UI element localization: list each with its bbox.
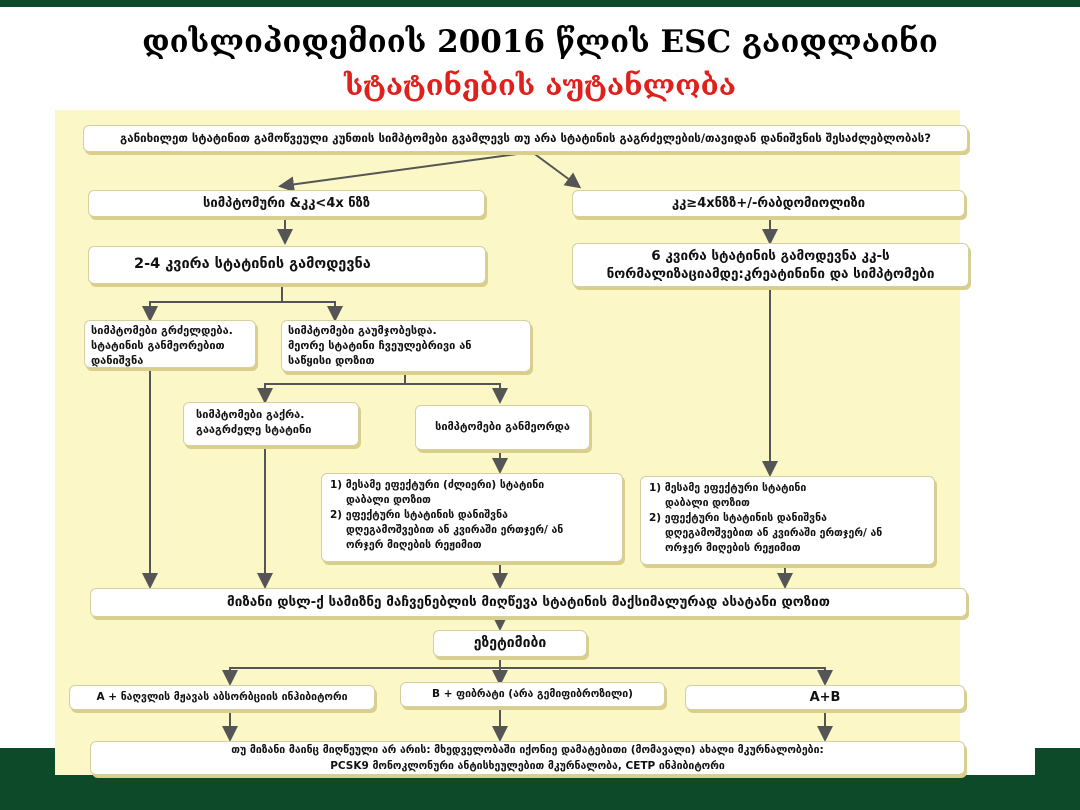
node-ezetimibe: ეზეტიმიბი — [433, 630, 587, 657]
node-improve-line2: მეორე სტატინი ჩვეულებრივი ან — [288, 338, 472, 352]
node-ck-high: კკ≥4xნზზ+/-რაბდომიოლიზი — [572, 190, 965, 217]
opt-right-2a: 2) ეფექტური სტატინის დანიშვნა — [649, 511, 827, 524]
top-green-bar — [0, 0, 1080, 7]
node-branch-a: A + ნაღვლის მჟავას აბსორბციის ინჰიბიტორი — [69, 685, 375, 710]
node-branch-b: B + ფიბრატი (არა გემიფიბროზილი) — [400, 682, 665, 707]
node-final-line2: PCSK9 მონოკლონური ანტისხეულებით მკურნალო… — [330, 759, 725, 772]
node-branch-ab: A+B — [685, 685, 965, 710]
node-symptoms-gone: სიმპტომები გაქრა. გააგრძელე სტატინი — [183, 402, 359, 446]
node-washout-long-line1: 6 კვირა სტატინის გამოდევნა კკ-ს — [651, 247, 890, 264]
node-final-line1: თუ მიზანი მაინც მიღწეული არ არის: მხედვე… — [231, 744, 824, 756]
node-final: თუ მიზანი მაინც მიღწეული არ არის: მხედვე… — [90, 741, 965, 775]
opt-left-1b: დაბალი დოზით — [346, 493, 431, 506]
opt-right-2b: დღეგამოშვებით ან კვირაში ერთჯერ/ ან — [665, 526, 883, 539]
node-washout-long: 6 კვირა სტატინის გამოდევნა კკ-ს ნორმალიზ… — [572, 243, 969, 287]
node-persist-line1: სიმპტომები გრძელდება. — [91, 324, 233, 337]
node-symptomatic-text: სიმპტომური &კკ<4x ნზზ — [203, 195, 370, 211]
node-recur-text: სიმპტომები განმეორდა — [435, 420, 570, 434]
left-green-strip — [0, 748, 55, 778]
node-branch-ab-text: A+B — [809, 689, 841, 705]
node-improve-line3: საწყისი დოზით — [288, 353, 375, 367]
node-washout-short-text: 2-4 კვირა სტატინის გამოდევნა — [134, 256, 371, 272]
flowchart: განიხილეთ სტატინით გამოწვეული კუნთის სიმ… — [55, 110, 969, 775]
opt-right-1b: დაბალი დოზით — [665, 496, 750, 509]
page-subtitle: სტატინების აუტანლობა — [344, 68, 736, 102]
node-branch-b-text: B + ფიბრატი (არა გემიფიბროზილი) — [432, 688, 633, 701]
opt-left-2c: ორჯერ მიღების რეჟიმით — [346, 538, 482, 551]
node-target: მიზანი დსლ-ქ სამიზნე მაჩვენებლის მიღწევა… — [90, 588, 967, 617]
node-symptoms-persist: სიმპტომები გრძელდება. სტატინის განმეორებ… — [84, 320, 256, 368]
node-ck-high-text: კკ≥4xნზზ+/-რაბდომიოლიზი — [671, 195, 866, 211]
node-symptomatic: სიმპტომური &კკ<4x ნზზ — [88, 190, 485, 217]
opt-left-1a: 1) მესამე ეფექტური (ძლიერი) სტატინი — [330, 479, 545, 491]
opt-left-2a: 2) ეფექტური სტატინის დანიშვნა — [330, 508, 508, 521]
opt-left-2b: დღეგამოშვებით ან კვირაში ერთჯერ/ ან — [346, 523, 564, 536]
node-improve-line1: სიმპტომები გაუმჯობესდა. — [288, 324, 437, 337]
node-target-text: მიზანი დსლ-ქ სამიზნე მაჩვენებლის მიღწევა… — [227, 594, 830, 611]
opt-right-1a: 1) მესამე ეფექტური სტატინი — [649, 482, 807, 494]
opt-right-2c: ორჯერ მიღების რეჟიმით — [665, 541, 801, 554]
node-options-right: 1) მესამე ეფექტური სტატინი დაბალი დოზით … — [640, 476, 935, 565]
node-gone-line2: გააგრძელე სტატინი — [196, 422, 312, 436]
node-washout-short: 2-4 კვირა სტატინის გამოდევნა — [88, 246, 486, 284]
connector-lines — [142, 151, 833, 742]
node-options-left: 1) მესამე ეფექტური (ძლიერი) სტატინი დაბა… — [321, 473, 623, 562]
node-symptoms-recur: სიმპტომები განმეორდა — [415, 405, 590, 450]
node-ezetimibe-text: ეზეტიმიბი — [473, 635, 547, 652]
node-persist-line2: სტატინის განმეორებით — [91, 338, 225, 352]
bottom-green-bar — [0, 775, 1080, 810]
node-washout-long-line2: ნორმალიზაციამდე:კრეატინინი და სიმპტომები — [606, 266, 935, 282]
node-branch-a-text: A + ნაღვლის მჟავას აბსორბციის ინჰიბიტორი — [96, 691, 348, 704]
node-gone-line1: სიმპტომები გაქრა. — [196, 408, 305, 421]
node-question-text: განიხილეთ სტატინით გამოწვეული კუნთის სიმ… — [120, 130, 931, 145]
page-title: დისლიპიდემიის 20016 წლის ESC გაიდლაინი — [142, 24, 938, 60]
node-persist-line3: დანიშვნა — [91, 353, 144, 367]
node-question: განიხილეთ სტატინით გამოწვეული კუნთის სიმ… — [83, 125, 968, 152]
node-symptoms-improved: სიმპტომები გაუმჯობესდა. მეორე სტატინი ჩვ… — [281, 320, 531, 372]
right-green-strip — [1035, 748, 1080, 778]
